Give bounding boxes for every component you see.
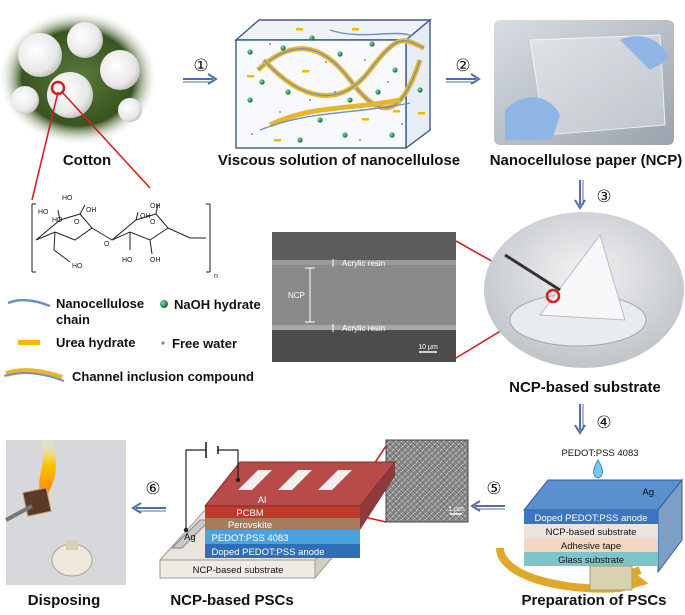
sem-acrylic-bottom: Acrylic resin — [342, 324, 385, 333]
inset-scale-label: 1 μm — [448, 506, 464, 513]
step-5-label: ⑤ — [486, 479, 501, 498]
psc-layer-pedot: PEDOT:PSS 4083 — [211, 533, 288, 544]
svg-text:O: O — [74, 219, 80, 226]
perovskite-sem-inset — [385, 439, 469, 523]
prep-layer-glass: Glass substrate — [558, 555, 624, 566]
svg-text:OH: OH — [150, 257, 161, 264]
legend-chain-label-1: Nanocellulose — [56, 296, 144, 311]
ncp-photo — [494, 20, 674, 145]
svg-text:O: O — [150, 219, 156, 226]
svg-text:OH: OH — [140, 213, 151, 220]
pointer-line-left — [31, 91, 59, 201]
cellulose-structure — [31, 203, 211, 273]
legend-urea-swatch — [18, 340, 40, 345]
title-cotton: Cotton — [63, 152, 111, 169]
svg-text:OH: OH — [86, 207, 97, 214]
cellulose-labels: HO HO OH O HO O OH OH O HO OH HO n — [38, 195, 218, 280]
step-4-label: ④ — [596, 413, 611, 432]
prep-layer-ncp: NCP-based substrate — [546, 527, 637, 538]
legend-water-label: Free water — [172, 336, 237, 351]
pointer-line-right — [61, 91, 151, 189]
step-3-label: ③ — [596, 187, 611, 206]
title-preparation: Preparation of PSCs — [521, 592, 666, 609]
legend-chain-swatch — [7, 298, 51, 308]
psc-layer-pcbm: PCBM — [236, 508, 264, 519]
legend-urea-label: Urea hydrate — [56, 335, 135, 350]
svg-text:OH: OH — [150, 203, 161, 210]
legend: Nanocellulose chain NaOH hydrate Urea hy… — [3, 296, 261, 384]
psc-al-label: Al — [258, 495, 266, 506]
viscous-solution-box — [234, 18, 432, 150]
step-2-label: ② — [455, 56, 470, 75]
svg-text:HO: HO — [38, 209, 49, 216]
title-pscs: NCP-based PSCs — [170, 592, 293, 609]
svg-text:HO: HO — [72, 263, 83, 270]
sem-acrylic-top: Acrylic resin — [342, 259, 385, 268]
step-1-label: ① — [193, 56, 208, 75]
substrate-highlight-circle — [545, 288, 561, 304]
svg-text:HO: HO — [122, 257, 133, 264]
legend-water-swatch — [161, 341, 165, 345]
prep-layer-anode: Doped PEDOT:PSS anode — [534, 513, 647, 524]
cotton-photo — [0, 10, 158, 146]
title-disposing: Disposing — [28, 592, 101, 609]
svg-text:HO: HO — [52, 217, 63, 224]
legend-channel-swatch — [5, 368, 63, 381]
substrate-photo — [484, 212, 684, 368]
prep-stack — [496, 478, 684, 593]
prep-layer-tape: Adhesive tape — [561, 541, 621, 552]
svg-text:n: n — [214, 273, 218, 280]
svg-text:O: O — [104, 241, 110, 248]
psc-layer-anode: Doped PEDOT:PSS anode — [211, 547, 324, 558]
sem-scale-label: 10 μm — [418, 344, 438, 351]
prep-ag-label: Ag — [642, 487, 654, 498]
step-6-label: ⑥ — [145, 479, 160, 498]
svg-text:HO: HO — [62, 195, 73, 202]
psc-layer-perovskite: Perovskite — [228, 520, 272, 531]
disposing-photo — [5, 440, 126, 585]
title-viscous-solution: Viscous solution of nanocellulose — [218, 152, 460, 169]
title-substrate: NCP-based substrate — [509, 379, 661, 396]
pedot-droplet-icon — [593, 459, 603, 479]
psc-ag-label: Ag — [184, 532, 196, 543]
legend-chain-label-2: chain — [56, 312, 90, 327]
sem-image — [272, 232, 456, 362]
legend-naoh-label: NaOH hydrate — [174, 297, 261, 312]
sem-ncp-label: NCP — [288, 291, 305, 300]
psc-layer-ncp: NCP-based substrate — [193, 565, 284, 576]
legend-channel-label: Channel inclusion compound — [72, 369, 254, 384]
psc-device — [158, 442, 397, 580]
legend-naoh-swatch — [160, 300, 168, 308]
title-ncp: Nanocellulose paper (NCP) — [490, 152, 683, 169]
prep-pedot-label: PEDOT:PSS 4083 — [561, 448, 638, 459]
